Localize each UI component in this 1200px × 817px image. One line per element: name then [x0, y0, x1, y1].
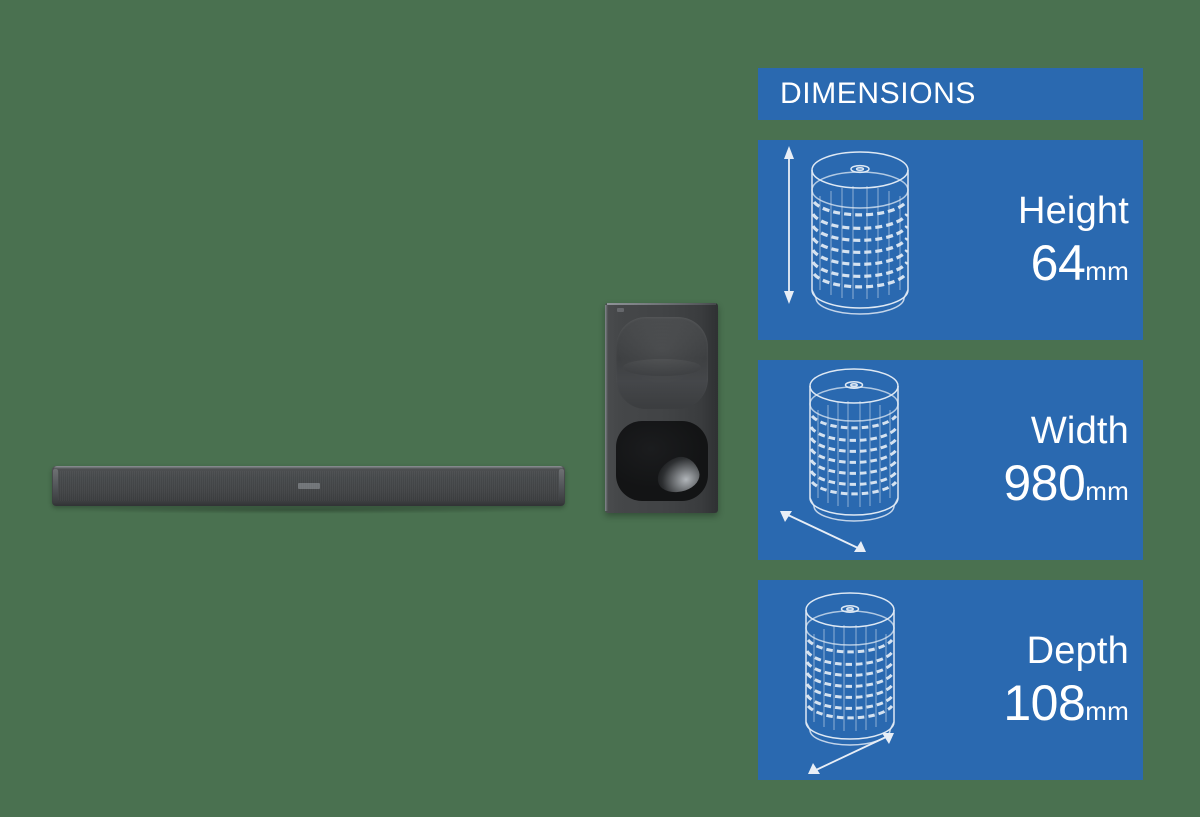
- speaker-cylinder-icon: [805, 592, 895, 746]
- speaker-cylinder-icon: [809, 368, 899, 522]
- dimension-unit: mm: [1085, 256, 1129, 286]
- dimension-label: Depth: [1026, 630, 1129, 672]
- soundbar-grille: [58, 471, 559, 501]
- dimension-card-depth: Depth 108mm: [758, 580, 1143, 780]
- dimensions-header-title: DIMENSIONS: [780, 77, 977, 110]
- subwoofer-left-edge-highlight: [605, 305, 608, 511]
- subwoofer-driver: [616, 317, 708, 409]
- subwoofer-port-highlight: [652, 452, 704, 498]
- soundbar-left-end-cap: [53, 469, 58, 503]
- dimension-card-height: Height 64mm: [758, 140, 1143, 340]
- subwoofer-product-image: [605, 303, 718, 513]
- dimension-unit: mm: [1085, 696, 1129, 726]
- soundbar-drop-shadow: [70, 506, 540, 514]
- dimension-label: Height: [1017, 190, 1129, 232]
- soundbar-top-edge: [54, 466, 563, 469]
- dimension-value-row: 64mm: [948, 238, 1129, 288]
- dimensions-panel: DIMENSIONS: [758, 68, 1143, 780]
- dimension-card-width: Width 980mm: [758, 360, 1143, 560]
- dimension-value-row: 108mm: [948, 678, 1129, 728]
- dimension-unit: mm: [1085, 476, 1129, 506]
- dimension-label: Width: [1030, 410, 1129, 452]
- dimension-card-height-visual: [758, 140, 948, 340]
- product-image-area: [52, 303, 718, 514]
- subwoofer-badge: [617, 308, 624, 312]
- soundbar-brand-logo: [297, 483, 320, 489]
- soundbar-product-image: [52, 466, 565, 506]
- dimension-card-width-text: Width 980mm: [948, 412, 1143, 508]
- dimension-value: 108: [1003, 675, 1086, 731]
- diagonal-down-right-double-arrow-icon: [780, 511, 866, 552]
- vertical-double-arrow-icon: [784, 146, 794, 304]
- soundbar-right-end-cap: [559, 469, 564, 503]
- subwoofer-top-edge-highlight: [607, 303, 716, 305]
- dimension-card-width-visual: [758, 360, 948, 560]
- dimension-card-depth-visual: [758, 580, 948, 780]
- dimension-card-depth-text: Depth 108mm: [948, 632, 1143, 728]
- dimension-value: 980: [1003, 455, 1086, 511]
- diagonal-up-right-double-arrow-icon: [808, 733, 894, 774]
- dimension-card-height-text: Height 64mm: [948, 192, 1143, 288]
- dimension-value: 64: [1030, 235, 1086, 291]
- dimension-value-row: 980mm: [948, 458, 1129, 508]
- speaker-cylinder-icon: [811, 151, 909, 315]
- dimensions-header: DIMENSIONS: [758, 68, 1143, 120]
- subwoofer-bass-port: [616, 421, 708, 501]
